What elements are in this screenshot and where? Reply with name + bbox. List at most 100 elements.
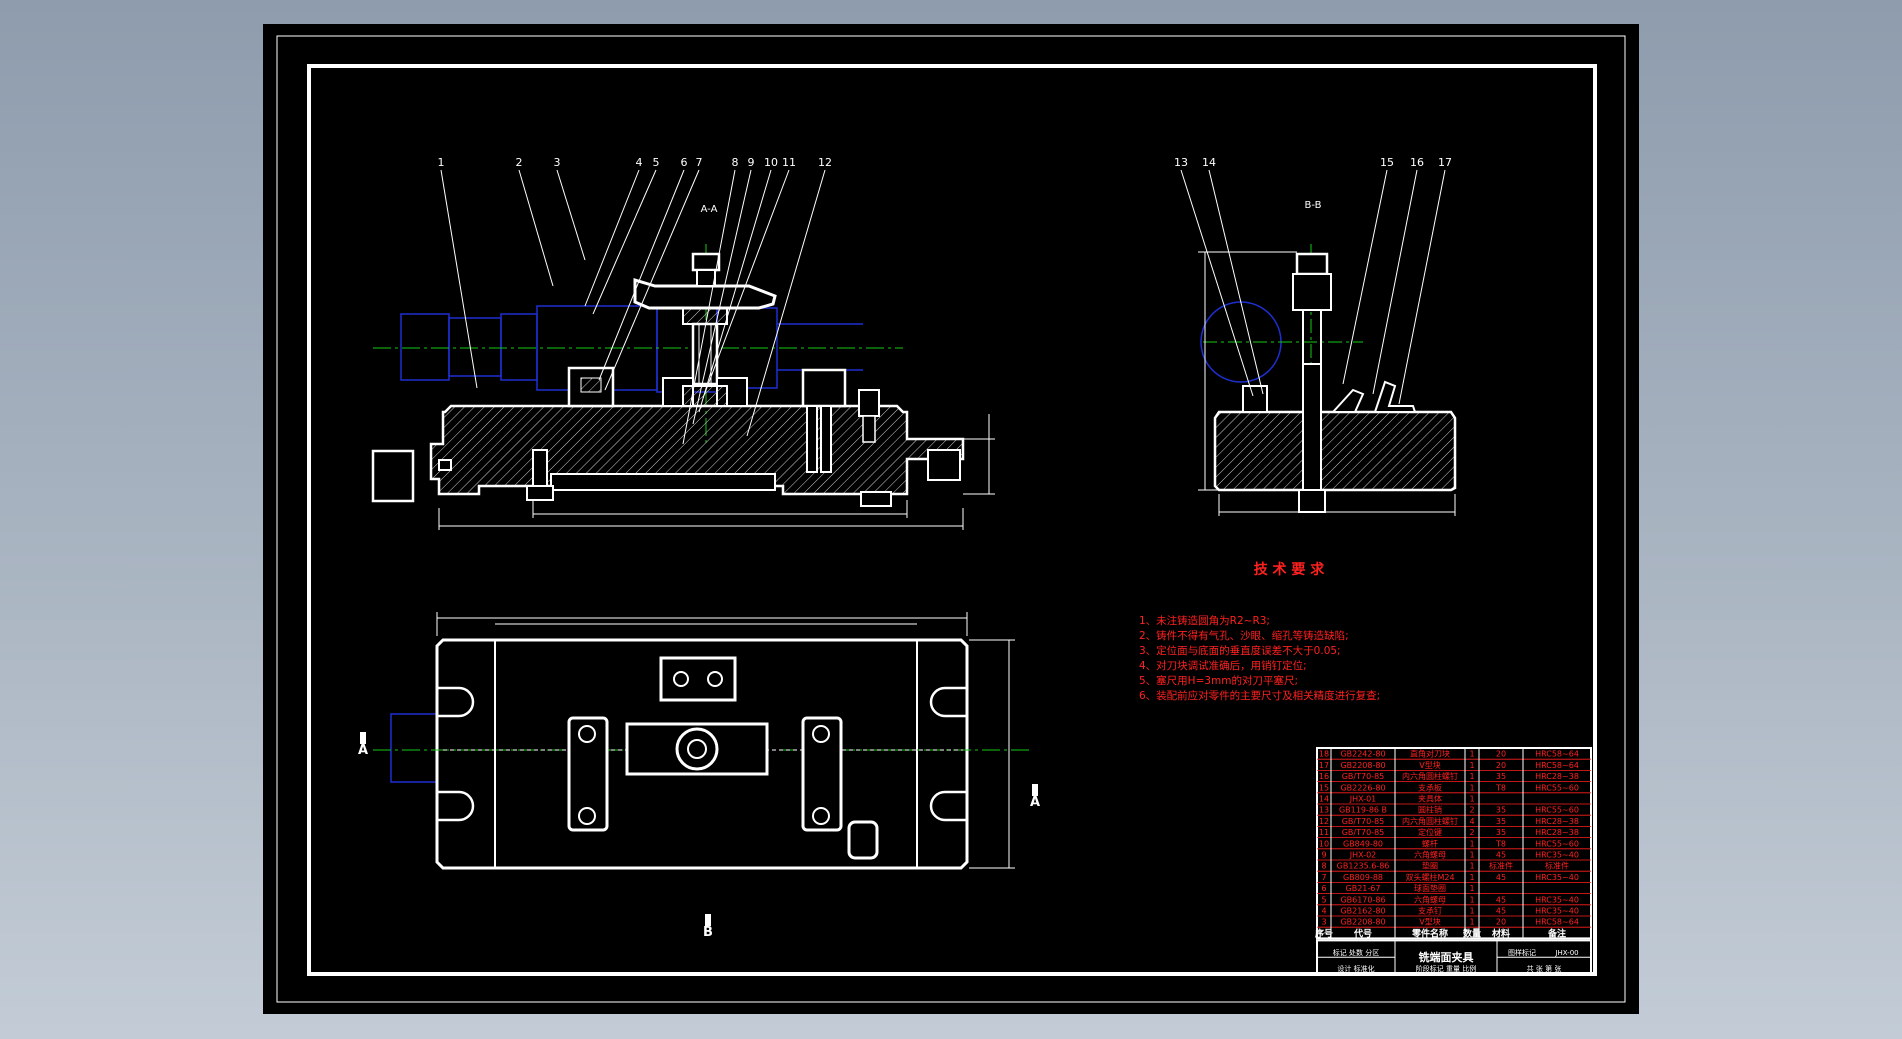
- section-bb-view: [1198, 244, 1457, 516]
- slot-key: [438, 459, 452, 471]
- bom-cell: 2: [1469, 806, 1474, 815]
- section-markers: AAB: [358, 732, 1040, 940]
- bom-cell: 垫圈: [1422, 861, 1438, 871]
- bom-cell: T8: [1495, 783, 1506, 792]
- bom-cell: 7: [1321, 873, 1326, 882]
- balloon-leader-aa-3: [556, 169, 586, 261]
- bom-cell: 内六角圆柱螺钉: [1402, 771, 1458, 781]
- balloon-aa-6: 6: [681, 156, 688, 169]
- bom-cell: 35: [1496, 817, 1506, 826]
- bom-cell: 45: [1496, 873, 1506, 882]
- bom-cell: JHX-01: [1349, 795, 1377, 804]
- title-bottom: 阶段标记 重量 比例: [1416, 964, 1476, 973]
- bom-cell: 支承钉: [1418, 906, 1442, 916]
- bom-cell: 35: [1496, 772, 1506, 781]
- balloon-leader-bb-14: [1208, 169, 1264, 395]
- bom-cell: GB809-88: [1343, 873, 1383, 882]
- base-left-lug: [371, 449, 415, 503]
- plan-view: [373, 612, 1033, 870]
- balloon-leader-aa-6: [598, 169, 685, 381]
- bom-cell: 标准件: [1489, 861, 1513, 871]
- balloon-aa-3: 3: [554, 156, 561, 169]
- bom-cell: 18: [1319, 750, 1329, 759]
- balloon-leader-bb-17: [1398, 169, 1446, 405]
- bom-header-cell: 数量: [1463, 927, 1481, 939]
- balloon-aa-12: 12: [818, 156, 832, 169]
- clamp-hole-left: [673, 671, 689, 687]
- support-left-hole-bottom: [578, 807, 596, 825]
- spherical-washer: [682, 307, 728, 325]
- balloon-leader-aa-5: [592, 169, 657, 315]
- title-extra: 图样标记: [1508, 948, 1536, 957]
- support-right-hole-bottom: [812, 807, 830, 825]
- outer-border: [276, 35, 1626, 1003]
- title-sheet: 共 张 第 张: [1527, 964, 1562, 973]
- bom-cell: V型块: [1419, 760, 1440, 770]
- bom-cell: GB2162-80: [1340, 907, 1385, 916]
- bom-cell: 1: [1469, 862, 1474, 871]
- bom-cell: 12: [1319, 817, 1329, 826]
- bom-cell: HRC35~40: [1535, 873, 1579, 882]
- bom-cell: 45: [1496, 851, 1506, 860]
- bom-cell: T8: [1495, 839, 1506, 848]
- title-name: 铣端面夹具: [1419, 950, 1474, 964]
- balloon-aa-2: 2: [516, 156, 523, 169]
- marker-bar-a_right: [1032, 784, 1038, 796]
- balloon-aa-9: 9: [748, 156, 755, 169]
- bom-cell: 1: [1469, 873, 1474, 882]
- bom-cell: 14: [1319, 795, 1329, 804]
- tool-set-block-plan: [847, 820, 879, 860]
- bom-cell: HRC35~40: [1535, 895, 1579, 904]
- bom-cell: 17: [1319, 761, 1329, 770]
- tech-note-4: 4、对刀块调试准确后，用销钉定位;: [1139, 659, 1307, 672]
- bom-cell: GB6170-86: [1340, 895, 1385, 904]
- dowel-pin-head: [526, 485, 554, 501]
- bom-cell: 双头螺柱M24: [1405, 872, 1454, 882]
- bom-cell: 1: [1469, 918, 1474, 927]
- balloon-leader-aa-12: [746, 169, 826, 437]
- section-aa-view: [371, 244, 995, 530]
- balloon-leader-aa-11: [702, 169, 790, 399]
- bom-cell: 2: [1469, 828, 1474, 837]
- bom-cell: V型块: [1419, 917, 1440, 927]
- tech-notes: 1、未注铸造圆角为R2~R3;2、铸件不得有气孔、沙眼、缩孔等铸造缺陷;3、定位…: [1139, 614, 1380, 702]
- inner-border: [307, 64, 1597, 976]
- bom-cell: 3: [1321, 918, 1326, 927]
- bom-cell: GB2242-80: [1340, 750, 1385, 759]
- dimensions-bb: [1198, 251, 1456, 516]
- bom-cell: 35: [1496, 806, 1506, 815]
- marker-b_bottom: B: [703, 925, 713, 940]
- balloon-bb-17: 17: [1438, 156, 1452, 169]
- screw-shank-right: [862, 415, 876, 443]
- v-block-bb: [1242, 385, 1268, 413]
- support-block-left-hatch: [580, 377, 602, 393]
- tech-note-2: 2、铸件不得有气孔、沙眼、缩孔等铸造缺陷;: [1139, 629, 1349, 642]
- view-label-aa: A-A: [701, 204, 718, 215]
- bom-cell: 9: [1321, 851, 1326, 860]
- clamp-nut-top: [691, 252, 721, 272]
- marker-a_left: A: [358, 743, 368, 758]
- bom-cell: 45: [1496, 895, 1506, 904]
- bom-cell: HRC28~38: [1535, 817, 1579, 826]
- stud-bolt: [691, 322, 719, 386]
- locating-key: [860, 491, 892, 507]
- bom-cell: HRC55~60: [1535, 783, 1579, 792]
- tool-set-block-bb: [1373, 380, 1417, 413]
- bom-cell: 5: [1321, 895, 1326, 904]
- tech-note-3: 3、定位面与底面的垂直度误差不大于0.05;: [1139, 644, 1341, 657]
- workpiece-bore: [687, 739, 707, 759]
- marker-bar-a_left: [360, 732, 366, 744]
- bom-cell: 球面垫圈: [1414, 883, 1446, 893]
- bom-cell: 定位键: [1418, 827, 1442, 837]
- marker-bar-b_bottom: [705, 914, 711, 926]
- bom-cell: HRC58~64: [1535, 918, 1579, 927]
- dowel-pin-left: [532, 449, 548, 491]
- balloon-bb-14: 14: [1202, 156, 1216, 169]
- base-slot: [550, 473, 776, 491]
- bom-cell: 标准件: [1545, 861, 1569, 871]
